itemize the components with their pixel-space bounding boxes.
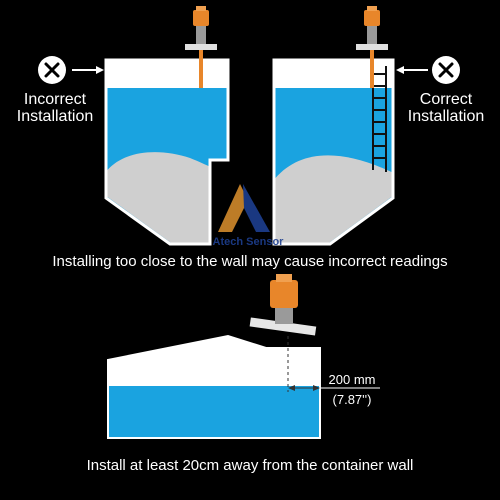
- arrow-left-icon: [396, 66, 428, 74]
- tank-correct-empty-space: [275, 61, 392, 88]
- tank-incorrect: [104, 6, 230, 246]
- incorrect-label-line1: Incorrect: [24, 91, 87, 108]
- dimension-value: 200 mm: [329, 372, 376, 387]
- logo-mark-gold: [218, 184, 248, 232]
- logo-text: Atech Sensor: [213, 236, 285, 248]
- dimension-imperial: (7.87''): [333, 392, 372, 407]
- incorrect-label-line2: Installation: [17, 108, 94, 125]
- tank-bottom-liquid: [109, 386, 319, 437]
- caption-top: Installing too close to the wall may cau…: [52, 253, 447, 270]
- watermark-logo: Atech Sensor: [213, 184, 285, 248]
- logo-mark-blue: [243, 184, 270, 232]
- sensor-correct: [356, 6, 388, 88]
- tank-bottom: [107, 274, 321, 439]
- tank-correct: [272, 6, 395, 246]
- sensor-bottom: [249, 274, 317, 336]
- sensor-incorrect: [185, 6, 217, 88]
- tank-incorrect-empty-space: [107, 61, 227, 88]
- tank-correct-material: [275, 155, 392, 243]
- dimension-arrow: [288, 385, 320, 391]
- caption-bottom: Install at least 20cm away from the cont…: [87, 457, 414, 474]
- tank-incorrect-material: [107, 152, 209, 243]
- arrow-right-icon: [72, 66, 104, 74]
- x-circle-icon: [38, 56, 66, 84]
- correct-label-line2: Installation: [408, 108, 485, 125]
- correct-label-line1: Correct: [420, 91, 473, 108]
- x-circle-icon-right: [432, 56, 460, 84]
